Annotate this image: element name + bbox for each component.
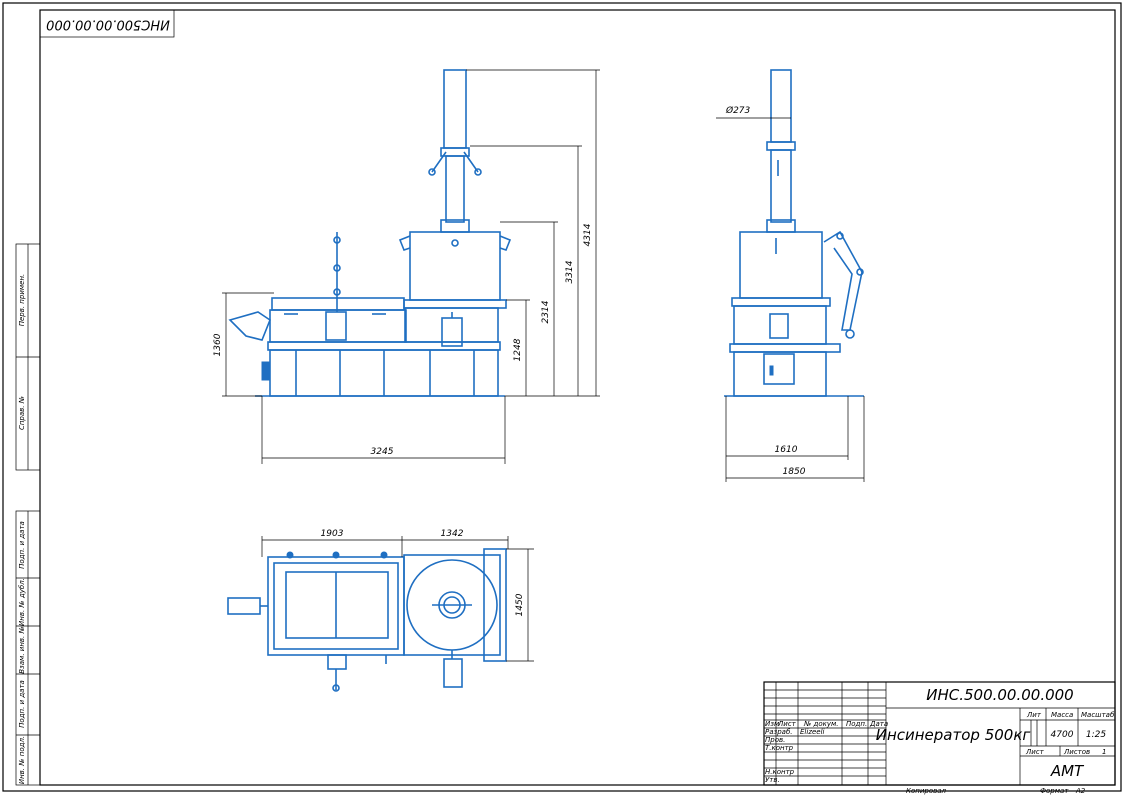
tb-row-razrab: Разраб. — [765, 728, 793, 736]
tb-list-label: Лист — [1025, 748, 1045, 756]
tb-masshtab-label: Масштаб — [1081, 711, 1115, 719]
tb-masshtab: 1:25 — [1086, 730, 1106, 740]
tb-format-label: Формат — [1040, 787, 1069, 795]
tb-header-list: Лист — [777, 720, 797, 728]
tb-lit-label: Лит — [1026, 711, 1042, 719]
drawing-frame — [39, 9, 1116, 786]
side-podp-data-2: Подп. и дата — [18, 680, 26, 728]
front-view — [228, 69, 512, 397]
side-inv-podl: Инв. № подл. — [18, 736, 26, 784]
side-inv-dubl: Инв. № дубл. — [18, 578, 26, 626]
tb-massa: 4700 — [1051, 730, 1074, 740]
tb-row-prov: Пров. — [765, 736, 785, 744]
tb-row-tkontr: Т.контр — [765, 744, 794, 752]
dim-side-diameter: Ø273 — [725, 105, 751, 116]
tb-row-utv: Утв. — [765, 776, 780, 784]
tb-org: АМТ — [1050, 762, 1085, 780]
dim-front-stack-total: 4314 — [583, 223, 593, 246]
side-perv-primen: Перв. примен. — [18, 274, 26, 327]
side-vzam-inv: Взам. инв. № — [18, 626, 26, 674]
side-podp-data-1: Подп. и дата — [18, 521, 26, 569]
tb-row-razrab-name: Elizeeli — [800, 728, 825, 736]
dim-plan-height: 1450 — [515, 593, 525, 616]
dim-plan-right: 1342 — [441, 529, 464, 539]
tb-listov: 1 — [1102, 748, 1106, 756]
tb-header-podp: Подп. — [846, 720, 867, 728]
tb-kopiroval: Копировал — [906, 787, 947, 795]
side-sprav-no: Справ. № — [18, 396, 26, 430]
tb-listov-label: Листов — [1063, 748, 1090, 756]
tb-row-nkontr: Н.контр — [765, 768, 795, 776]
side-view — [724, 69, 864, 397]
dim-front-left-h: 1360 — [213, 333, 223, 356]
plan-dimensions: 1903 1342 1450 — [261, 529, 534, 662]
tb-massa-label: Масса — [1051, 711, 1073, 719]
tb-name: Инсинератор 500кг — [876, 726, 1031, 744]
dim-front-frame: 1248 — [513, 338, 523, 361]
top-stamp-text: ИНС500.00.00.000 — [46, 17, 170, 32]
tb-header-doc-no: № докум. — [803, 720, 839, 728]
dim-front-stack-mid: 3314 — [565, 260, 575, 283]
plan-view — [227, 548, 507, 692]
top-stamp: ИНС500.00.00.000 — [39, 9, 175, 38]
front-dimensions: 4314 3314 2314 1248 1360 3245 — [213, 69, 600, 464]
title-block: Изм Лист № докум. Подп. Дата Разраб. Eli… — [763, 681, 1116, 795]
dim-plan-left: 1903 — [321, 529, 344, 539]
side-dimensions: Ø273 1610 1850 — [716, 105, 865, 482]
dim-front-width: 3245 — [371, 447, 394, 457]
side-strip: Перв. примен. Справ. № Подп. и дата Инв.… — [15, 243, 41, 786]
dim-side-outer: 1850 — [783, 467, 806, 477]
tb-format: А2 — [1075, 787, 1086, 795]
dim-side-inner: 1610 — [775, 445, 798, 455]
dim-front-body: 2314 — [541, 300, 551, 323]
tb-header-izm: Изм — [765, 720, 780, 728]
tb-designation: ИНС.500.00.00.000 — [926, 686, 1073, 704]
tb-header-data: Дата — [869, 720, 888, 728]
